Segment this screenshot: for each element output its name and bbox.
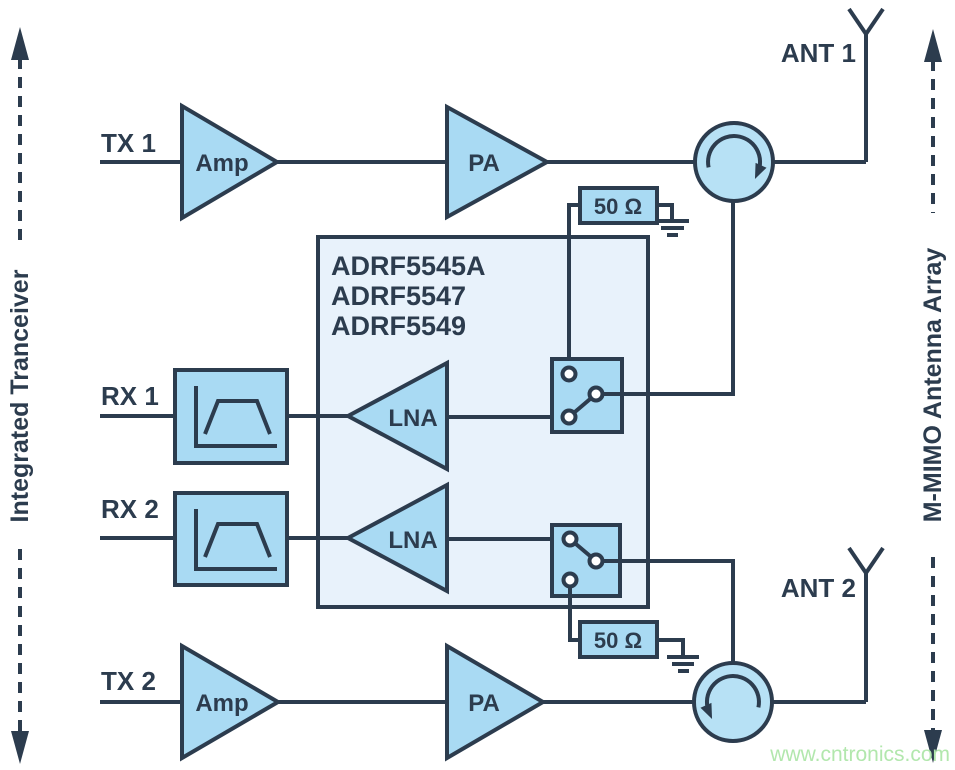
rx2-filter-box: [173, 491, 289, 587]
chip-model-2: ADRF5547: [331, 281, 466, 311]
watermark: www.cntronics.com: [769, 743, 950, 766]
up-arrow-icon: [11, 27, 29, 60]
termination1-wire: [567, 203, 580, 368]
ground1-wire: [657, 203, 674, 220]
left-boundary-label: Integrated Tranceiver: [6, 269, 34, 522]
tx2-chain: TX 2 Amp PA: [100, 642, 694, 762]
up-arrow-icon: [924, 29, 942, 62]
circulator-1: [693, 121, 775, 203]
mimo-antenna-array-boundary: M-MIMO Antenna Array: [919, 29, 947, 763]
termination1-label: 50 Ω: [594, 194, 642, 219]
switch2-terminal-bottom: [561, 571, 579, 589]
integrated-transceiver-boundary: Integrated Tranceiver: [6, 27, 34, 764]
antenna-icon: [847, 546, 868, 575]
termination-1: 50 Ω: [567, 186, 689, 368]
rx1-filter-box: [173, 368, 289, 465]
tx1-port-label: TX 1: [101, 128, 156, 158]
tx1-amp-label: Amp: [195, 150, 248, 177]
switch2-terminal-lna: [561, 530, 579, 548]
tx1-pa-label: PA: [468, 150, 500, 177]
termination-2: 50 Ω: [578, 620, 699, 673]
tx1-pa-triangle: [445, 103, 552, 221]
rx2-lna-label: LNA: [388, 527, 437, 554]
antenna-1: ANT 1: [773, 7, 885, 164]
ant2-label: ANT 2: [781, 573, 856, 603]
switch2-to-termination-wire: [568, 580, 580, 642]
tx2-amp-triangle: [180, 642, 282, 762]
tx2-port-label: TX 2: [101, 666, 156, 696]
switch-1: [550, 201, 735, 434]
down-arrow-icon: [11, 731, 29, 764]
rx1-port-label: RX 1: [101, 381, 159, 411]
termination2-label: 50 Ω: [594, 628, 642, 653]
switch1-to-circulator-wire: [603, 201, 735, 396]
clockwise-arrow-icon: [706, 134, 767, 180]
antenna-icon: [847, 7, 868, 36]
rx1-lna-label: LNA: [388, 405, 437, 432]
bandpass-filter-icon: [194, 509, 277, 571]
circulator-2: [692, 661, 774, 743]
tx2-pa-label: PA: [468, 690, 500, 717]
chip-model-1: ADRF5545A: [331, 251, 486, 281]
bandpass-filter-icon: [203, 522, 272, 558]
right-boundary-label: M-MIMO Antenna Array: [919, 248, 947, 523]
bandpass-filter-icon: [203, 399, 272, 435]
rx2-chain: RX 2 LNA: [100, 481, 563, 595]
rx2-port-label: RX 2: [101, 494, 159, 524]
tx2-amp-label: Amp: [195, 690, 248, 717]
switch-2: [550, 523, 735, 663]
switch2-to-circulator-wire: [603, 559, 735, 663]
switch1-terminal-lna: [560, 408, 578, 426]
antenna-icon: [864, 546, 885, 575]
tx1-chain: TX 1 Amp PA: [100, 102, 695, 222]
switch1-terminal-common: [587, 385, 605, 403]
antenna-2: ANT 2: [772, 546, 885, 704]
termination2-resistor: [578, 620, 659, 659]
rx1-chain: RX 1 LNA: [100, 359, 563, 473]
ant1-label: ANT 1: [781, 38, 856, 68]
bandpass-filter-icon: [194, 386, 277, 448]
chip-model-3: ADRF5549: [331, 311, 466, 341]
antenna-icon: [864, 7, 885, 36]
switch2-terminal-common: [587, 552, 605, 570]
down-arrow-icon: [924, 730, 942, 763]
tx2-pa-triangle: [445, 642, 547, 762]
ground2-wire: [657, 638, 685, 655]
counter-clockwise-arrow-icon: [700, 674, 761, 720]
switch1-terminal-top: [560, 365, 578, 383]
tx1-amp-triangle: [180, 102, 281, 222]
